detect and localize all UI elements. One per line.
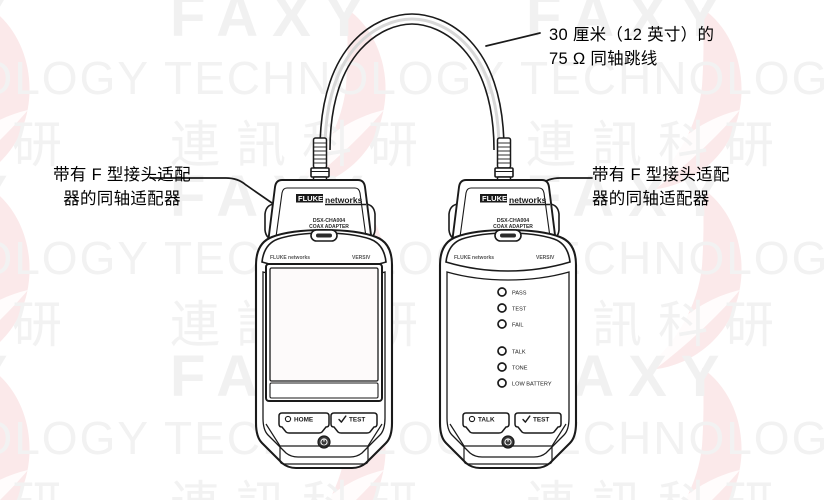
main-unit-test-button[interactable]: TEST xyxy=(330,412,378,434)
svg-text:FLUKE: FLUKE xyxy=(298,194,323,203)
svg-text:FLUKE: FLUKE xyxy=(482,194,507,203)
coax-jumper-cable xyxy=(319,13,505,151)
led-label-talk: TALK xyxy=(512,350,526,356)
main-unit-top-port xyxy=(310,229,338,242)
led-label-test: TEST xyxy=(512,307,527,313)
main-unit-home-label: HOME xyxy=(294,417,314,424)
annotation-left-adapter: 带有 F 型接头适配 器的同轴适配器 xyxy=(53,166,191,208)
adapter-model-line2-right: COAX ADAPTER xyxy=(493,224,533,230)
remote-unit-test-label: TEST xyxy=(533,417,549,424)
remote-unit-test-button[interactable]: TEST xyxy=(514,412,562,434)
remote-unit-talk-button[interactable]: TALK xyxy=(462,412,510,434)
led-icon-low-battery xyxy=(497,378,507,388)
main-unit-home-button[interactable]: HOME xyxy=(278,412,330,434)
main-unit-test-label: TEST xyxy=(349,417,365,424)
led-label-pass: PASS xyxy=(512,291,527,297)
led-icon-talk xyxy=(497,346,507,356)
remote-unit-top-port xyxy=(494,229,522,242)
svg-text:networks: networks xyxy=(325,195,363,205)
annotation-right-adapter: 带有 F 型接头适配 器的同轴适配器 xyxy=(592,166,730,208)
led-label-fail: FAIL xyxy=(512,323,524,329)
remote-unit-talk-label: TALK xyxy=(478,417,495,424)
led-label-tone: TONE xyxy=(512,366,528,372)
svg-text:networks: networks xyxy=(509,195,547,205)
remote-unit-led-group-top: PASS TEST FAIL xyxy=(497,287,527,329)
leader-line-cable xyxy=(485,32,541,47)
led-icon-fail xyxy=(497,319,507,329)
remote-tester-unit[interactable]: FLUKE networks DSX-CHA004 COAX ADAPTER F… xyxy=(438,137,578,470)
led-icon-test xyxy=(497,303,507,313)
main-tester-unit[interactable]: FLUKE networks DSX-CHA004 COAX ADAPTER F… xyxy=(254,137,394,470)
main-unit-model-mark: VERSIV xyxy=(352,255,371,261)
led-label-low-battery: LOW BATTERY xyxy=(512,382,552,388)
main-unit-softkey-strip xyxy=(269,382,379,399)
remote-unit-brand: FLUKE networks xyxy=(454,255,494,261)
led-icon-pass xyxy=(497,287,507,297)
led-icon-tone xyxy=(497,362,507,372)
main-unit-brand: FLUKE networks xyxy=(270,255,310,261)
remote-unit-model-mark: VERSIV xyxy=(536,255,555,261)
main-unit-screen[interactable] xyxy=(269,267,379,382)
adapter-model-line1-right: DSX-CHA004 xyxy=(497,218,529,224)
annotation-cable: 30 厘米（12 英寸）的 75 Ω 同轴跳线 xyxy=(549,26,715,68)
